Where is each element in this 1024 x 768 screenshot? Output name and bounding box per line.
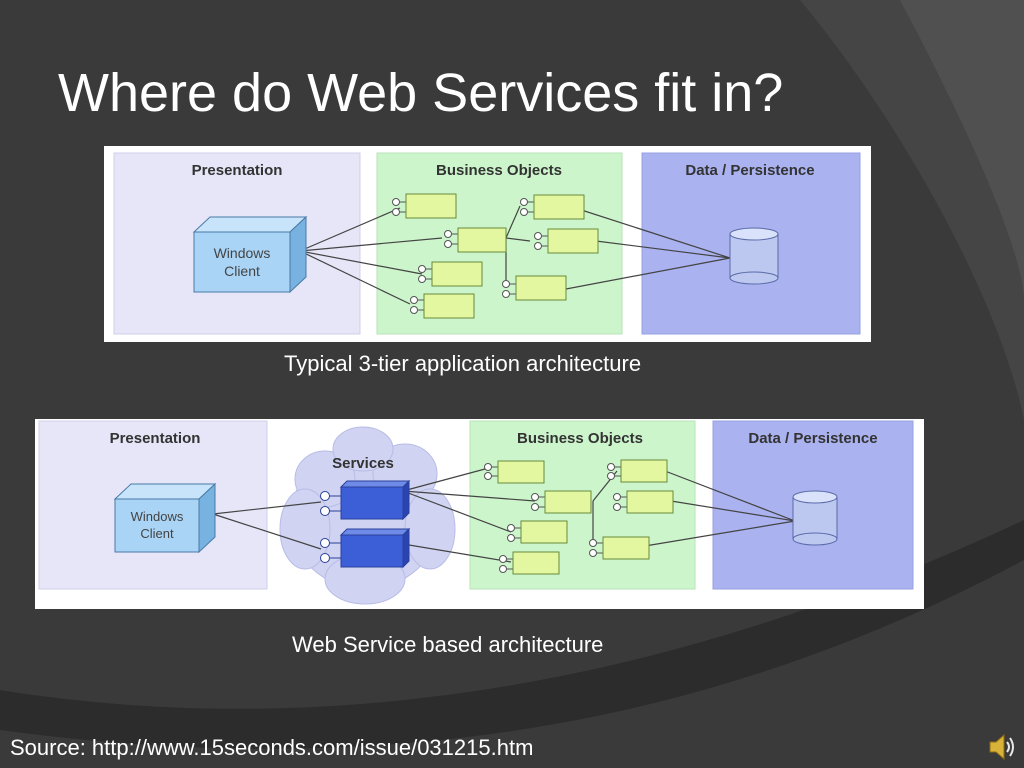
web-service-diagram: Presentation Services Business Objects D… [35, 419, 924, 609]
connection-lines [299, 205, 731, 305]
three-tier-diagram-svg: Presentation Business Objects Data / Per… [113, 152, 861, 335]
web-service-caption: Web Service based architecture [292, 632, 604, 657]
component-1 [484, 460, 545, 484]
windows-client-box: Windows Client [192, 215, 308, 294]
component-2 [444, 227, 507, 253]
data-persistence-label: Data / Persistence [685, 162, 814, 179]
presentation-label: Presentation [110, 430, 201, 447]
slide-title: Where do Web Services fit in? [58, 63, 784, 123]
component-2 [531, 490, 592, 514]
services-label: Services [332, 455, 394, 472]
component-6 [613, 490, 674, 514]
business-objects-label: Business Objects [436, 162, 562, 179]
component-5 [520, 194, 585, 220]
service-component-2 [320, 527, 411, 569]
component-1 [392, 193, 457, 219]
business-objects-label: Business Objects [517, 430, 643, 447]
component-4 [410, 293, 475, 319]
component-7 [589, 536, 650, 560]
client-label-line1: Windows [214, 245, 271, 261]
database-cylinder [729, 227, 779, 285]
client-label-line2: Client [224, 263, 260, 279]
component-3 [418, 261, 483, 287]
three-tier-caption: Typical 3-tier application architecture [284, 351, 642, 376]
service-component-1 [320, 479, 411, 521]
source-citation: Source: http://www.15seconds.com/issue/0… [10, 735, 534, 760]
database-cylinder [792, 490, 838, 546]
client-label-line2: Client [140, 526, 174, 541]
component-7 [502, 275, 567, 301]
speaker-icon[interactable] [986, 730, 1016, 764]
component-3 [507, 520, 568, 544]
data-persistence-label: Data / Persistence [748, 430, 877, 447]
three-tier-diagram: Presentation Business Objects Data / Per… [104, 146, 871, 342]
windows-client-box: Windows Client [113, 482, 217, 554]
component-5 [607, 459, 668, 483]
presentation-label: Presentation [192, 162, 283, 179]
component-4 [499, 551, 560, 575]
connection-lines [212, 468, 796, 563]
component-6 [534, 228, 599, 254]
client-label-line1: Windows [131, 509, 184, 524]
web-service-diagram-svg: Presentation Services Business Objects D… [38, 420, 914, 605]
